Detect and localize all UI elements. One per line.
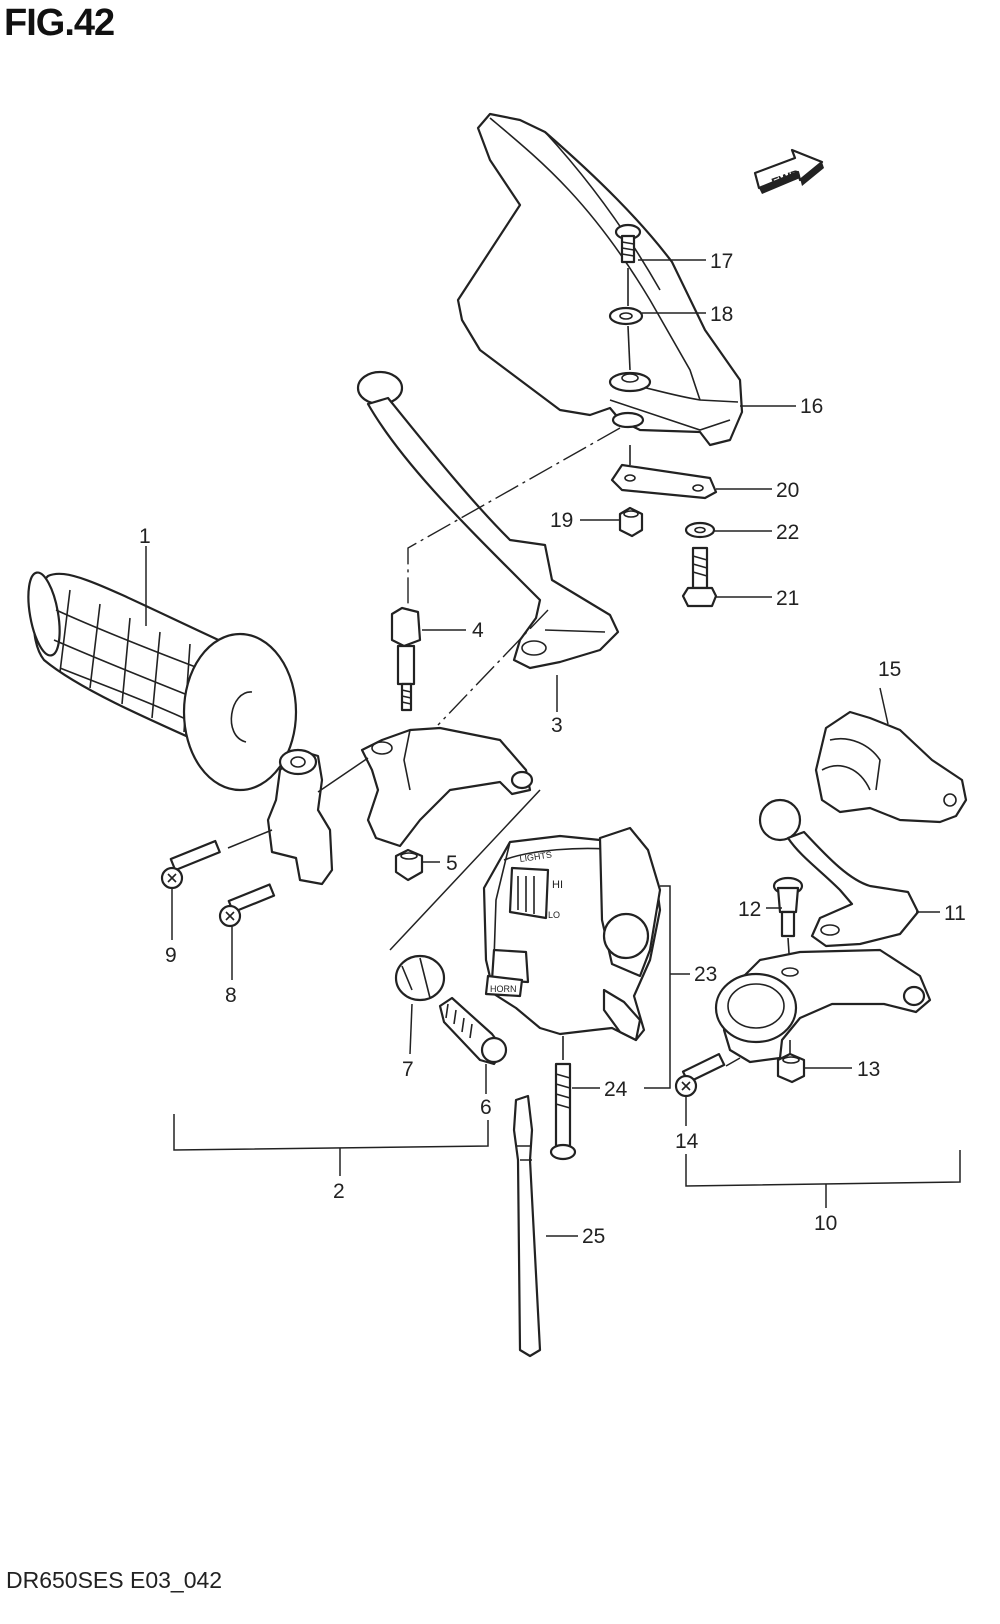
callout-18: 18 xyxy=(710,303,733,326)
adjuster-6 xyxy=(438,996,508,1066)
callout-9: 9 xyxy=(165,944,177,967)
switch-horn-label: HORN xyxy=(490,984,517,994)
callout-numbers: 1 2 3 4 5 6 7 8 9 10 11 12 13 14 15 16 1… xyxy=(139,250,966,1248)
callout-17: 17 xyxy=(710,250,733,273)
screw-17 xyxy=(614,223,642,264)
callout-15: 15 xyxy=(878,658,901,681)
callout-8: 8 xyxy=(225,984,237,1007)
cable-tie-25 xyxy=(512,1094,542,1358)
callout-25: 25 xyxy=(582,1225,605,1248)
switch-lo-label: LO xyxy=(548,910,560,920)
fwd-arrow-icon: FWD xyxy=(753,148,824,194)
callout-7: 7 xyxy=(402,1058,414,1081)
left-switch-housing: HI LO LIGHTS HORN xyxy=(482,826,662,1042)
callout-14: 14 xyxy=(675,1130,699,1153)
callout-21: 21 xyxy=(776,587,799,610)
washer-18 xyxy=(608,306,644,326)
callout-5: 5 xyxy=(446,852,458,875)
callout-11: 11 xyxy=(944,902,966,925)
model-code: DR650SES E03_042 xyxy=(6,1567,223,1593)
switch-cover-15 xyxy=(814,710,968,824)
clutch-lever xyxy=(356,370,620,670)
pivot-bolt-4 xyxy=(390,606,422,712)
hot-start-perch xyxy=(714,948,932,1064)
screw-9 xyxy=(160,839,221,890)
callout-22: 22 xyxy=(776,521,799,544)
figure-title: FIG.42 xyxy=(4,2,115,44)
callout-4: 4 xyxy=(472,619,484,642)
switch-clamp xyxy=(266,748,334,886)
pivot-bolt-12 xyxy=(772,876,804,938)
bolt-21 xyxy=(681,546,718,608)
nut-19 xyxy=(618,506,644,538)
leader-lines xyxy=(145,259,961,1237)
nut-13 xyxy=(776,1052,806,1084)
screw-8 xyxy=(218,883,276,928)
callout-6: 6 xyxy=(480,1096,492,1119)
switch-hi-label: HI xyxy=(552,879,563,891)
callout-3: 3 xyxy=(551,714,563,737)
switch-lights-label: LIGHTS xyxy=(519,850,553,864)
washer-22 xyxy=(684,521,716,539)
callout-24: 24 xyxy=(604,1078,628,1101)
callout-23: 23 xyxy=(694,963,717,986)
adjuster-nut-7 xyxy=(394,954,446,1002)
callout-12: 12 xyxy=(738,898,761,921)
hot-start-lever-11 xyxy=(758,798,920,948)
callout-2: 2 xyxy=(333,1180,345,1203)
callout-16: 16 xyxy=(800,395,823,418)
lever-bracket xyxy=(360,726,534,848)
nut-5 xyxy=(394,848,424,882)
callout-20: 20 xyxy=(776,479,799,502)
grip xyxy=(27,571,298,792)
screw-14 xyxy=(674,1052,726,1098)
callout-10: 10 xyxy=(814,1212,837,1235)
hand-guard xyxy=(456,112,744,447)
callout-13: 13 xyxy=(857,1058,880,1081)
screw-24 xyxy=(549,1062,577,1161)
plate-20 xyxy=(610,463,718,500)
callout-19: 19 xyxy=(550,509,573,532)
callout-1: 1 xyxy=(139,525,151,548)
